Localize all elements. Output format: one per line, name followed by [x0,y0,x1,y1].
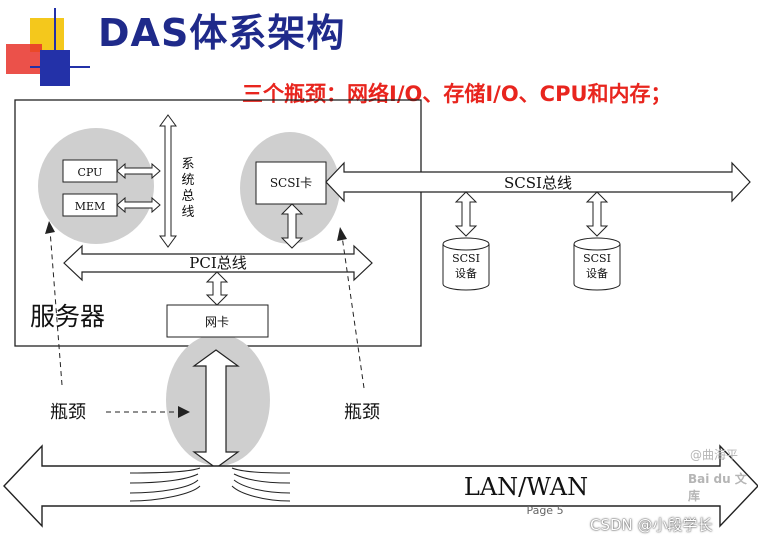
system-bus-arrow [159,114,177,248]
system-bus-char-1: 系 [181,157,194,172]
baidu-brand-watermark: Bai du 文库 [688,472,747,503]
cpu-bottleneck-ellipse [38,128,154,244]
left-pointer-arrowhead [45,221,55,234]
scsi-device-2-label-line2: 设备 [586,266,608,280]
mem-to-system-bus-arrow [116,196,161,214]
scsi-card-box [255,161,327,205]
scsi-device-1-label-line1: SCSI [452,252,480,265]
pci-bus-arrow [63,244,373,282]
system-bus-char-4: 线 [181,205,194,220]
lan-wan-label: LAN/WAN [464,473,588,501]
logo-vertical-line [54,8,56,86]
right-bottleneck-pointer [341,235,365,389]
scsi-device-2-cylinder [573,237,621,291]
right-pointer-arrowhead [337,227,347,241]
scsi-card-label: SCSI卡 [270,176,312,190]
cpu-to-system-bus-arrow [116,162,161,180]
scsi-device-1-label-line2: 设备 [455,266,477,280]
bottleneck-left-label: 瓶颈 [50,402,86,423]
baidu-author-watermark: @曲海平 [690,448,739,462]
system-bus-char-3: 总 [181,189,194,204]
lan-wan-arrow [3,444,758,528]
network-pointer-arrowhead [178,406,190,418]
pci-to-nic-arrow [205,271,229,306]
scsi-device-1-cylinder [442,237,490,291]
bottleneck-subtitle: 三个瓶颈：网络I/O、存储I/O、CPU和内存； [242,82,672,106]
cpu-label: CPU [78,166,103,179]
left-bottleneck-pointer [49,229,63,386]
csdn-watermark: CSDN @小段学长 [590,516,713,534]
scsi-device-1-arrow [454,191,478,237]
scsi-bus-label: SCSI总线 [504,174,572,192]
logo-decoration [0,0,90,90]
scsi-device-2-arrow [585,191,609,237]
scsi-card-to-pci-arrow [280,203,304,249]
bottleneck-right-label: 瓶颈 [344,402,380,423]
scsi-device-2-label-line1: SCSI [583,252,611,265]
logo-red-square [6,44,42,74]
scsi-bus-arrow [325,161,751,203]
pci-bus-label: PCI总线 [189,254,247,272]
server-label: 服务器 [30,302,105,331]
nic-label: 网卡 [205,315,229,329]
system-bus-char-2: 统 [181,173,194,188]
mem-label: MEM [75,200,106,213]
slide-title: DAS体系架构 [98,11,346,55]
network-connector-lines [129,467,291,502]
logo-horizontal-line [30,66,90,68]
nic-box [166,304,269,338]
page-label: Page 5 [526,504,563,517]
